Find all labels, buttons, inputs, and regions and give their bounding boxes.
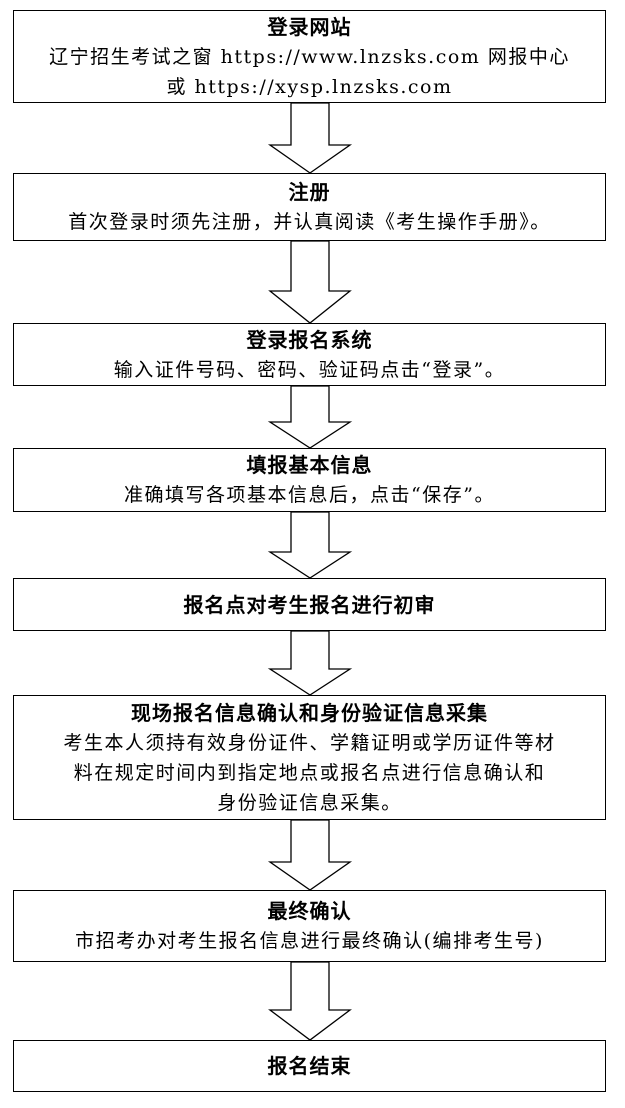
down-arrow-icon (267, 102, 353, 174)
down-arrow-icon (268, 240, 352, 324)
down-arrow-icon (267, 385, 353, 449)
step-title: 现场报名信息确认和身份验证信息采集 (131, 700, 488, 725)
step-title: 报名结束 (267, 1054, 352, 1078)
step-login-system: 登录报名系统 输入证件号码、密码、验证码点击“登录”。 (13, 323, 606, 386)
down-arrow-icon (267, 630, 353, 696)
step-text-line: 或 https://xysp.lnzsks.com (166, 75, 453, 98)
down-arrow-icon (268, 961, 352, 1041)
step-preliminary-review: 报名点对考生报名进行初审 (13, 578, 606, 631)
step-login-website: 登录网站 辽宁招生考试之窗 https://www.lnzsks.com 网报中… (13, 10, 606, 103)
step-final-confirmation: 最终确认 市招考办对考生报名信息进行最终确认(编排考生号) (13, 890, 606, 962)
step-onsite-confirmation: 现场报名信息确认和身份验证信息采集 考生本人须持有效身份证件、学籍证明或学历证件… (13, 695, 606, 820)
step-fill-basic-info: 填报基本信息 准确填写各项基本信息后，点击“保存”。 (13, 448, 606, 512)
step-text-line: 市招考办对考生报名信息进行最终确认(编排考生号) (75, 930, 544, 952)
step-text-line: 首次登录时须先注册，并认真阅读《考生操作手册》。 (68, 211, 551, 233)
step-text-line: 考生本人须持有效身份证件、学籍证明或学历证件等材 (63, 731, 556, 754)
step-title: 报名点对考生报名进行初审 (183, 592, 436, 617)
step-register: 注册 首次登录时须先注册，并认真阅读《考生操作手册》。 (13, 173, 606, 241)
down-arrow-icon (267, 511, 353, 579)
down-arrow-icon (267, 819, 353, 891)
step-text-line: 辽宁招生考试之窗 https://www.lnzsks.com 网报中心 (49, 45, 570, 68)
step-text-line: 准确填写各项基本信息后，点击“保存”。 (124, 484, 495, 506)
step-text-line: 身份验证信息采集。 (217, 791, 402, 814)
step-title: 注册 (288, 180, 331, 204)
step-title: 登录报名系统 (246, 327, 373, 352)
step-title: 登录网站 (267, 14, 352, 39)
step-registration-end: 报名结束 (13, 1040, 606, 1092)
step-text-line: 料在规定时间内到指定地点或报名点进行信息确认和 (73, 761, 546, 784)
step-title: 填报基本信息 (246, 453, 373, 477)
step-title: 最终确认 (267, 899, 352, 923)
step-text-line: 输入证件号码、密码、验证码点击“登录”。 (113, 358, 506, 381)
